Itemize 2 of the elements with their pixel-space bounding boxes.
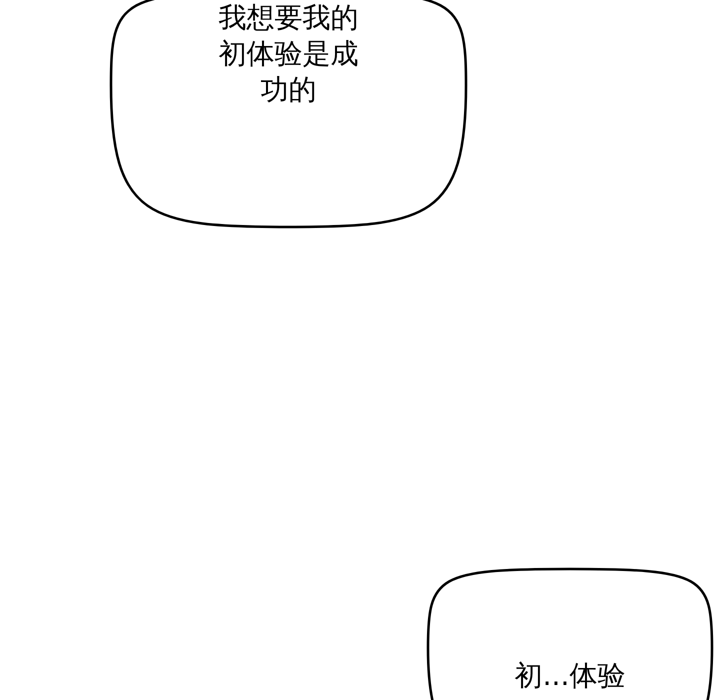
speech-text: 初...体验 <box>514 658 626 694</box>
speech-text: 我想要我的初体验是成功的 <box>218 0 360 108</box>
